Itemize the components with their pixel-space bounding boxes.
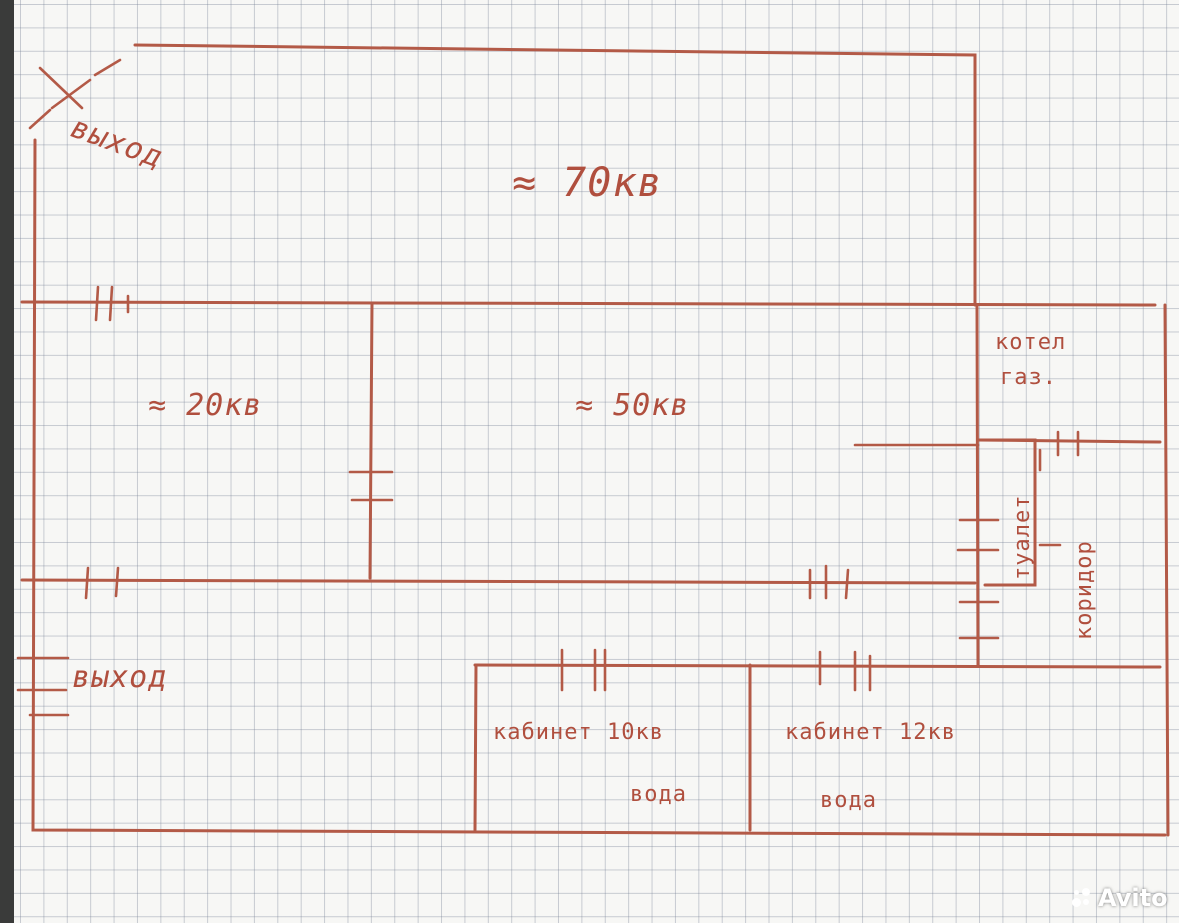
wall-left-rooms-divider: [368, 301, 374, 580]
label-water-1: вода: [630, 782, 687, 807]
door-corridor: [1038, 430, 1080, 547]
label-office2: кабинет 12кв: [785, 720, 956, 745]
wall-upper-horizontal: [20, 300, 1157, 307]
label-room-center: ≈ 50кв: [575, 388, 690, 423]
label-room-top: ≈ 70кв: [512, 160, 663, 206]
door-upper-left: [94, 285, 130, 322]
graph-paper-sheet: [14, 0, 1179, 923]
avito-logo-icon: [1072, 888, 1092, 908]
label-room-left: ≈ 20кв: [148, 388, 263, 423]
label-corridor: коридор: [1072, 540, 1097, 640]
wall-office1-left: [473, 663, 478, 832]
wall-middle-horizontal: [20, 578, 977, 585]
door-office1: [560, 648, 607, 692]
label-office1: кабинет 10кв: [493, 720, 664, 745]
door-office2: [818, 650, 872, 692]
outer-wall: [133, 43, 977, 307]
door-toilet: [956, 518, 1000, 640]
avito-watermark-text: Avito: [1098, 884, 1168, 912]
label-exit-left: выход: [72, 660, 168, 695]
door-left-rooms: [348, 470, 394, 502]
door-exit-left: [16, 656, 70, 717]
wall-offices-top: [473, 663, 1162, 669]
avito-watermark: Avito: [1072, 884, 1168, 912]
label-toilet: туалет: [1010, 494, 1035, 580]
label-water-2: вода: [820, 788, 877, 813]
right-wall: [1163, 303, 1170, 837]
label-boiler-1: котел: [995, 330, 1067, 355]
door-middle-left: [84, 566, 120, 600]
label-boiler-2: газ.: [1000, 365, 1057, 390]
door-exit-top: [28, 58, 122, 130]
toilet-walls: [976, 438, 1162, 587]
wall-boiler-vertical: [975, 303, 980, 667]
outer-wall-left: [31, 138, 1167, 837]
door-middle-right: [808, 564, 850, 600]
